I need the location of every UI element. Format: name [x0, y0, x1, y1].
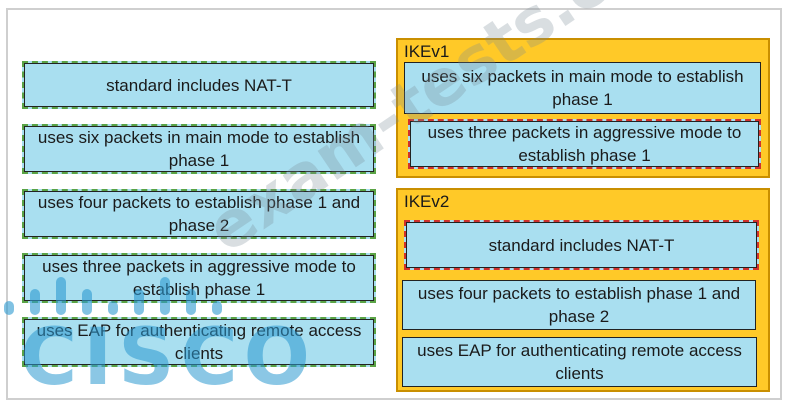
- source-card-nat-t[interactable]: standard includes NAT-T: [22, 61, 376, 109]
- cisco-logo-bars: [0, 275, 230, 315]
- source-card-label: uses six packets in main mode to establi…: [37, 128, 361, 170]
- ikev2-item-label: standard includes NAT-T: [488, 235, 675, 255]
- ikev2-item-label: uses EAP for authenticating remote acces…: [417, 341, 742, 383]
- source-card-three-packets[interactable]: uses three packets in aggressive mode to…: [22, 253, 376, 303]
- source-card-eap[interactable]: uses EAP for authenticating remote acces…: [22, 317, 376, 367]
- ikev1-item-label: uses three packets in aggressive mode to…: [427, 123, 742, 165]
- source-card-label: standard includes NAT-T: [106, 75, 292, 95]
- ikev2-title: IKEv2: [404, 192, 450, 211]
- ikev2-item-nat-t[interactable]: standard includes NAT-T: [404, 220, 759, 270]
- cisco-logo-watermark: CISCO: [20, 313, 316, 403]
- ikev1-item-label: uses six packets in main mode to establi…: [421, 67, 744, 109]
- source-card-six-packets[interactable]: uses six packets in main mode to establi…: [22, 124, 376, 174]
- source-card-four-packets[interactable]: uses four packets to establish phase 1 a…: [22, 189, 376, 239]
- ikev2-item-label: uses four packets to establish phase 1 a…: [417, 284, 741, 326]
- ikev1-title: IKEv1: [404, 42, 450, 61]
- ikev1-item-three-packets[interactable]: uses three packets in aggressive mode to…: [408, 119, 761, 169]
- ikev1-item-six-packets[interactable]: uses six packets in main mode to establi…: [404, 62, 761, 114]
- source-card-label: uses EAP for authenticating remote acces…: [36, 321, 362, 363]
- ikev2-item-four-packets[interactable]: uses four packets to establish phase 1 a…: [402, 280, 756, 330]
- ikev2-item-eap[interactable]: uses EAP for authenticating remote acces…: [402, 337, 757, 387]
- source-card-label: uses four packets to establish phase 1 a…: [37, 193, 361, 235]
